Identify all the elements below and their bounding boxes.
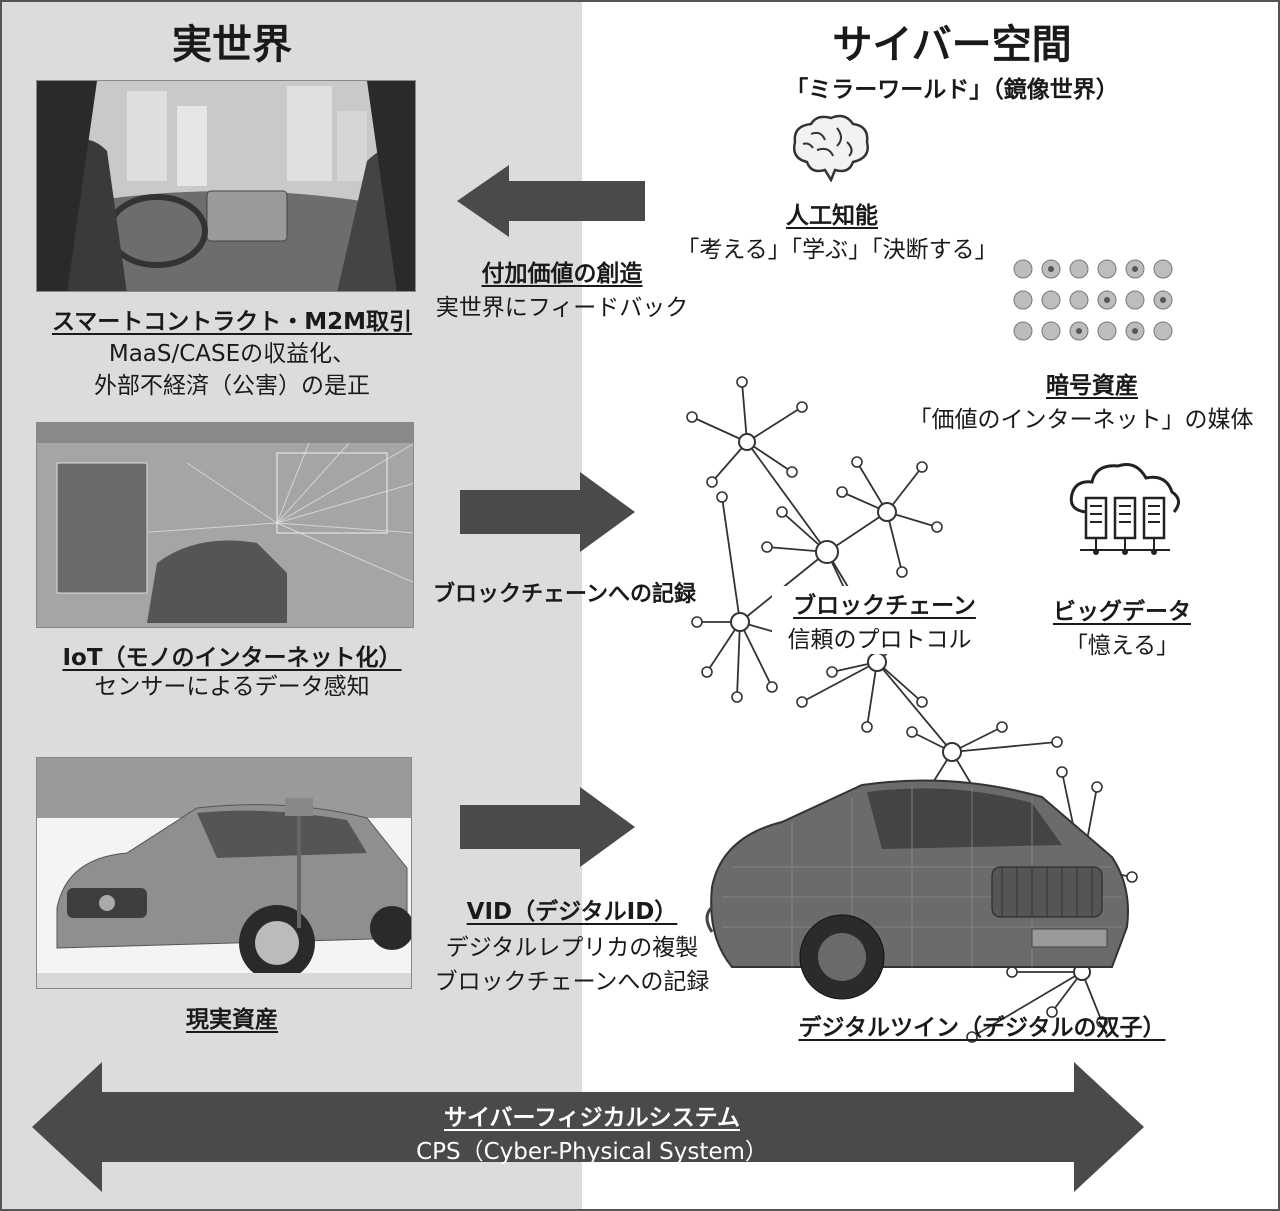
smart-contract-title: スマートコントラクト・M2M取引 xyxy=(51,309,413,335)
iot-title: IoT（モノのインターネット化） xyxy=(62,645,402,671)
value-creation-line1: 実世界にフィードバック xyxy=(435,295,689,321)
bigdata-line1: 「憶える」 xyxy=(1064,633,1180,659)
blockchain-line1: 信頼のプロトコル xyxy=(772,620,987,654)
real-asset-title: 現実資産 xyxy=(186,1007,278,1033)
iot-sensor-image xyxy=(36,422,414,628)
smart-contract-line1: MaaS/CASEの収益化、 xyxy=(108,341,356,367)
vid-line2: ブロックチェーンへの記録 xyxy=(434,969,710,995)
digital-twin-title: デジタルツイン（デジタルの双子） xyxy=(798,1015,1166,1041)
record-arrow xyxy=(460,472,635,552)
crypto-line1: 「価値のインターネット」の媒体 xyxy=(908,407,1254,433)
iot-line1: センサーによるデータ感知 xyxy=(94,674,370,700)
feedback-arrow xyxy=(457,165,645,237)
cps-double-arrow xyxy=(32,1062,1144,1192)
cyber-space-subheader: 「ミラーワールド」（鏡像世界） xyxy=(785,77,1119,103)
smart-contract-line2: 外部不経済（公害）の是正 xyxy=(94,373,370,399)
cyber-space-header: サイバー空間 xyxy=(832,22,1072,68)
cps-title: サイバーフィジカルシステム xyxy=(443,1105,740,1131)
vid-title: VID（デジタルID） xyxy=(466,899,678,925)
bigdata-title: ビッグデータ xyxy=(1053,599,1191,625)
cloud-server-icon xyxy=(1069,463,1180,555)
record-title: ブロックチェーンへの記録 xyxy=(433,582,696,607)
brain-icon xyxy=(793,114,869,182)
real-world-header: 実世界 xyxy=(172,22,292,68)
digital-twin-car-graphic xyxy=(705,779,1129,1000)
cps-line1: CPS（Cyber-Physical System） xyxy=(416,1139,768,1165)
car-interior-image xyxy=(36,80,416,292)
vid-arrow xyxy=(460,787,635,867)
value-creation-title: 付加価値の創造 xyxy=(481,261,643,287)
crypto-title: 暗号資産 xyxy=(1046,373,1138,399)
ai-title: 人工知能 xyxy=(786,203,878,229)
crypto-coins-icon xyxy=(1013,259,1173,341)
vid-line1: デジタルレプリカの複製 xyxy=(445,935,699,961)
real-car-image xyxy=(36,757,412,989)
ai-line1: 「考える」「学ぶ」「決断する」 xyxy=(676,237,998,263)
blockchain-title: ブロックチェーン xyxy=(772,586,997,620)
